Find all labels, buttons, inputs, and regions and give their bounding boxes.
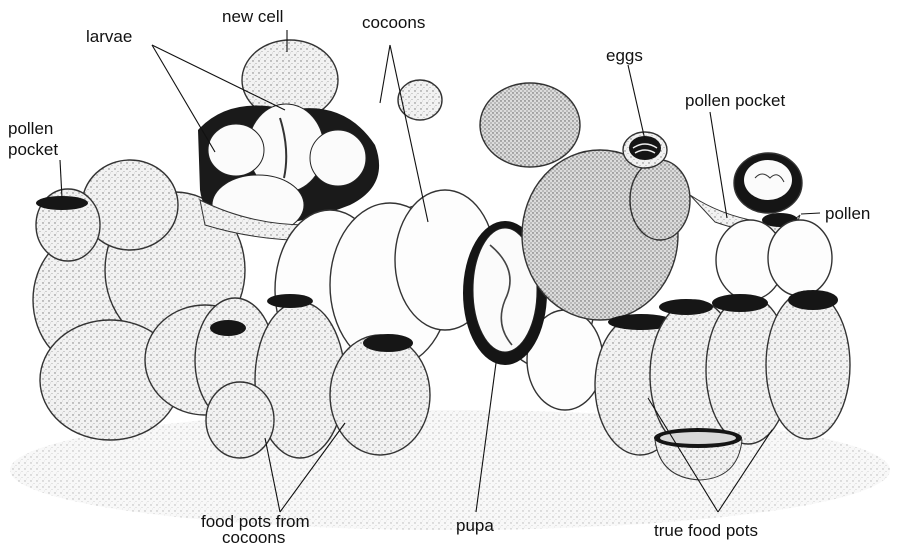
egg-cell (623, 132, 667, 168)
label-pollen-pocket-right: pollen pocket (685, 91, 785, 110)
label-food-pots-line2: cocoons (222, 528, 285, 543)
label-larvae: larvae (86, 27, 132, 46)
left-pollen-pocket (36, 189, 100, 261)
label-pollen-pocket-left-line1: pollen (8, 119, 53, 138)
right-cocoons (716, 220, 832, 300)
label-pupa: pupa (456, 516, 494, 535)
label-pollen-pocket-left-line2: pocket (8, 140, 58, 159)
label-eggs: eggs (606, 46, 643, 65)
label-cocoons: cocoons (362, 13, 425, 32)
label-new-cell: new cell (222, 7, 283, 26)
label-pollen: pollen (825, 204, 870, 223)
label-true-food-pots: true food pots (654, 521, 758, 540)
